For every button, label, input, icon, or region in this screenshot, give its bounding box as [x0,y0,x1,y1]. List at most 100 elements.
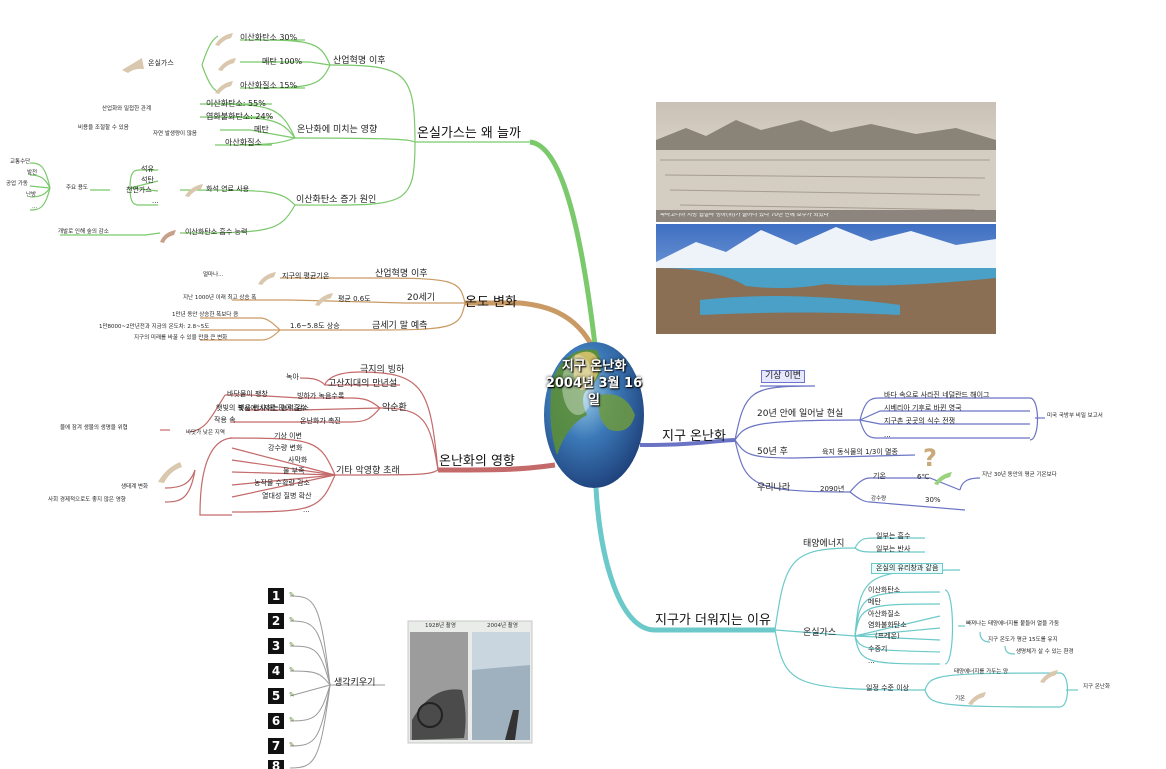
node-partly-reflected[interactable]: 일부는 반사 [876,545,911,553]
node-avg-06[interactable]: 평균 0.6도 [338,295,371,303]
node-n2o-15[interactable]: 아산화질소 15% [240,81,298,90]
node-alpine-snow[interactable]: 고산지대의 만년설 [328,379,398,389]
node-use-transport[interactable]: 교통수단 [10,159,31,165]
node-glass-like[interactable]: 온실의 유리창과 같음 [871,563,944,574]
node-20-years-reality[interactable]: 20년 안에 일어날 현실 [757,409,844,419]
node-avg-temp[interactable]: 지구의 평균기온 [282,272,330,280]
node-absorb-capacity[interactable]: 이산화탄소 흡수 능력 [185,228,248,236]
topic-temperature-change[interactable]: 온도 변화 [465,295,517,310]
node-desertification[interactable]: 사막화 [288,456,308,464]
note-pencil-icon-3[interactable]: ✎ [289,641,295,649]
node-fuel-more[interactable]: ... [152,197,159,205]
node-gh-n2o[interactable]: 아산화질소 [868,610,901,618]
node-use-more[interactable]: ... [32,204,38,210]
note-pencil-icon-2[interactable]: ✎ [289,616,295,624]
note-pencil-icon-6[interactable]: ✎ [289,716,295,724]
node-gh-freon[interactable]: (프레온) [875,632,900,640]
node-use-power[interactable]: 발전 [27,170,38,176]
node-end-century[interactable]: 금세기 말 예측 [372,321,428,331]
node-tropical-disease[interactable]: 열대성 질병 확산 [262,492,312,500]
node-other-more[interactable]: ... [303,506,310,514]
topic-warming-effects[interactable]: 온난화의 영향 [439,454,515,469]
thought-number-3[interactable]: 3 [268,638,284,654]
note-absorb-radiation: 햇빛의 복사에너지를 많이 흡수 [216,404,307,412]
node-other-effects[interactable]: 기타 악영향 초래 [336,466,400,476]
central-topic[interactable]: 지구 온난화 2004년 3월 16 일 [543,358,645,409]
node-2090[interactable]: 2090년 [820,485,845,493]
note-pencil-icon-1[interactable]: ✎ [289,591,295,599]
node-coal[interactable]: 석탄 [141,176,154,184]
node-uk-siberia[interactable]: 시베리아 기후로 바뀐 영국 [884,404,962,412]
thought-number-1[interactable]: 1 [268,588,284,604]
thought-number-5[interactable]: 5 [268,688,284,704]
historic-photos [407,620,533,744]
green-branch-lines [29,35,598,346]
globe-icon [544,342,644,488]
node-temp-industrial[interactable]: 산업혁명 이후 [375,269,428,279]
node-industrial-revolution[interactable]: 산업혁명 이후 [333,56,386,66]
node-korea[interactable]: 우리나라 [757,483,791,493]
node-greenhouse-gas[interactable]: 온실가스 [148,59,174,67]
node-rainfall-change[interactable]: 강수량 변화 [268,444,303,452]
node-natural-gas[interactable]: 천연가스 [126,186,152,194]
node-thinking[interactable]: 생각키우기 [334,678,376,688]
node-solar-energy[interactable]: 태양에너지 [803,539,845,549]
thought-number-8[interactable]: 8 [268,760,284,769]
node-co2-cause[interactable]: 이산화탄소 증가 원인 [296,195,377,205]
node-result-warming[interactable]: 지구 온난화 [1083,684,1111,690]
node-co2-30[interactable]: 이산화탄소 30% [240,33,298,42]
node-20th-century[interactable]: 20세기 [407,293,436,303]
note-pencil-icon-7[interactable]: ✎ [289,741,295,749]
thought-number-2[interactable]: 2 [268,613,284,629]
node-main-uses[interactable]: 주요 용도 [66,185,88,191]
topic-why-warmer[interactable]: 지구가 더워지는 이유 [655,613,771,628]
node-polar-glacier[interactable]: 극지의 빙하 [360,365,405,375]
node-warming-effect[interactable]: 온난화에 미치는 영향 [297,125,378,135]
note-pencil-icon-4[interactable]: ✎ [289,666,295,674]
topic-global-warming[interactable]: 지구 온난화 [662,429,726,444]
node-use-heating[interactable]: 난방 [26,192,37,198]
node-temperature[interactable]: 기온 [955,696,966,702]
node-reflectivity-loss[interactable]: 빛을 반사하는 능력 감소 [238,404,310,412]
node-co2-55[interactable]: 이산화탄소: 55% [206,99,266,108]
node-weather-anomaly[interactable]: 기상 이변 [761,370,805,383]
green-arrow-icons [934,472,952,485]
node-abnormal-weather[interactable]: 기상 이변 [274,432,302,440]
node-gh-methane[interactable]: 메탄 [868,598,881,606]
node-gh-more[interactable]: ... [868,657,875,665]
node-korea-temp[interactable]: 기온 [873,472,886,480]
node-gh-co2[interactable]: 이산화탄소 [868,586,901,594]
note-habitable: 생명체가 살 수 있는 환경 [1016,649,1074,655]
node-hague[interactable]: 바다 속으로 사라진 네덜란드 해이그 [884,391,990,399]
thought-number-7[interactable]: 7 [268,738,284,754]
topic-greenhouse-why[interactable]: 온실가스는 왜 늘까 [417,126,521,141]
node-oil[interactable]: 석유 [141,165,154,173]
node-use-industry[interactable]: 공업 가동 [6,181,28,187]
node-methane[interactable]: 메탄 [254,125,269,134]
thought-number-6[interactable]: 6 [268,713,284,729]
node-above-level[interactable]: 일정 수준 이상 [866,684,910,692]
node-methane-100[interactable]: 메탄 100% [262,57,303,66]
node-crop-decline[interactable]: 농작물 수확량 감소 [254,479,310,487]
node-korea-rain[interactable]: 강수량 [871,496,887,502]
note-pencil-icon-5[interactable]: ✎ [289,691,295,699]
node-partly-absorbed[interactable]: 일부는 흡수 [876,532,911,540]
node-50-years[interactable]: 50년 후 [757,447,788,457]
node-vicious-cycle[interactable]: 악순환 [382,403,407,413]
node-water-war[interactable]: 지구촌 곳곳의 식수 전쟁 [884,417,956,425]
node-energy-trapped[interactable]: 태양에너지를 가두는 양 [954,669,1009,675]
node-rise-16-58[interactable]: 1.6~5.8도 상승 [290,322,340,330]
node-water-shortage[interactable]: 물 부족 [283,467,305,475]
node-cfc-24[interactable]: 염화불화탄소: 24% [206,112,274,121]
node-extinction[interactable]: 육지 동식물의 1/3이 멸종 [822,448,898,456]
node-n2o[interactable]: 아산화질소 [225,138,262,147]
node-reality-more[interactable]: ... [884,431,891,439]
node-fossil-fuel[interactable]: 화석 연료 사용 [206,185,250,193]
node-gh-cfc[interactable]: 염화불화탄소 [868,621,907,629]
node-greenhouse-gases[interactable]: 온실가스 [803,628,837,638]
node-gh-vapor[interactable]: 수증기 [868,645,888,653]
node-warming-accel[interactable]: 온난화가 촉진 [300,417,341,425]
node-melting[interactable]: 녹아 [286,373,299,381]
node-glacier-melting[interactable]: 빙하가 녹음수록 [297,392,345,400]
thought-number-4[interactable]: 4 [268,663,284,679]
